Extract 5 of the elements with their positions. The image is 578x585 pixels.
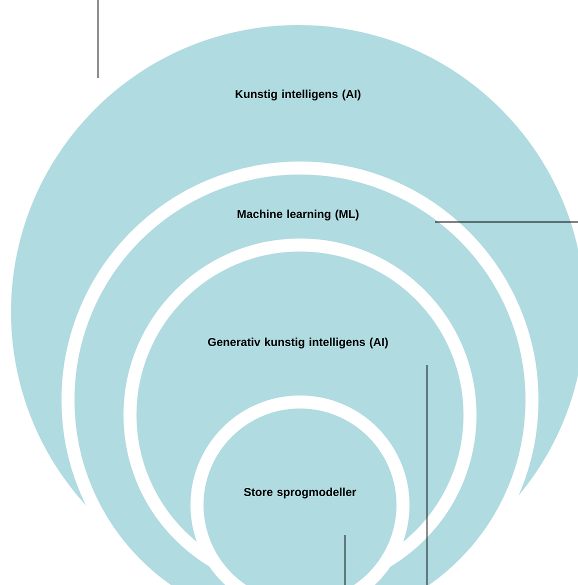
leader-line xyxy=(426,364,428,585)
leader-line xyxy=(344,534,346,585)
node-label: Machine learning (ML) xyxy=(238,210,359,220)
node-label: Store sprogmodeller xyxy=(244,488,356,498)
node-label: Kunstig intelligens (AI) xyxy=(236,90,360,100)
